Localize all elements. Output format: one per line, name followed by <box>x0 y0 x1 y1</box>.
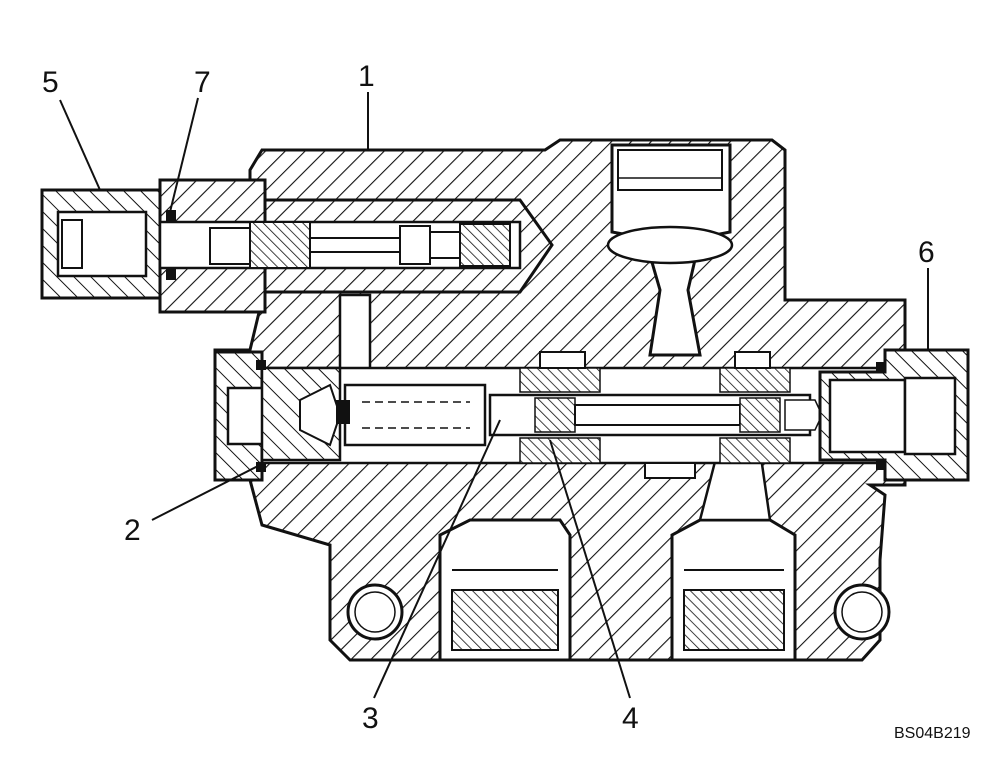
leader-5 <box>59 99 101 191</box>
leader-2 <box>151 465 259 521</box>
mounting-hole-left <box>346 583 404 641</box>
bottom-right-port-cavity <box>670 448 797 662</box>
leader-3 <box>373 419 501 699</box>
top-port-cavity <box>606 143 734 357</box>
bottom-left-port-cavity <box>438 518 572 662</box>
callout-4: 4 <box>622 702 639 735</box>
callouts: 1 2 3 4 5 6 7 <box>42 60 935 735</box>
callout-7: 7 <box>194 66 211 99</box>
left-plug <box>213 350 342 482</box>
leader-4 <box>549 439 631 699</box>
leader-7 <box>169 97 199 213</box>
internal-passage <box>338 293 372 377</box>
figure-code: BS04B219 <box>894 725 971 742</box>
mounting-hole-right <box>833 583 891 641</box>
callout-1: 1 <box>358 60 375 93</box>
callout-2: 2 <box>124 514 141 547</box>
callout-5: 5 <box>42 66 59 99</box>
callout-3: 3 <box>362 702 379 735</box>
relief-valve-cartridge <box>40 178 554 314</box>
leader-lines <box>59 92 929 699</box>
callout-6: 6 <box>918 236 935 269</box>
spool <box>488 393 823 437</box>
right-fitting <box>818 348 970 482</box>
check-sleeve <box>336 383 487 447</box>
